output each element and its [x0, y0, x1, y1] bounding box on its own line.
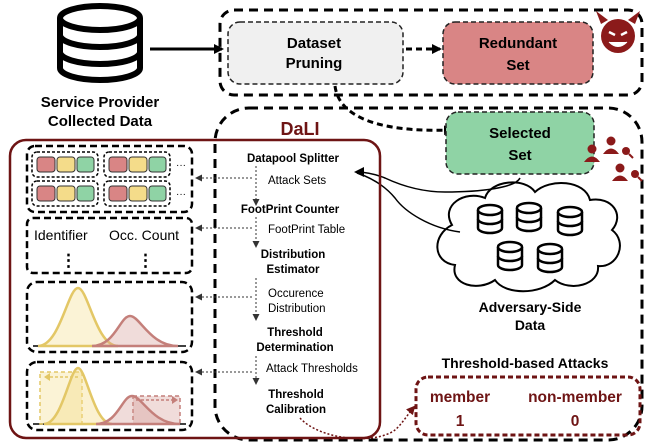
distribution-curve-yellow — [37, 286, 119, 348]
table-ellipsis-2: ⋮ — [137, 251, 154, 270]
pruning-line1: Dataset — [287, 35, 341, 52]
threshold-panel — [25, 360, 194, 432]
member-label: member — [430, 389, 490, 406]
step-output-3-line1: Occurence — [268, 288, 324, 300]
step-2-line1: FootPrint Counter — [241, 204, 340, 216]
step-output-3-line2: Distribution — [268, 303, 326, 315]
arrow-cloud-to-splitter — [356, 172, 461, 233]
source-title-line1: Service Provider — [41, 94, 160, 111]
source-title-line2: Collected Data — [48, 113, 153, 130]
adversary-database-icons — [476, 201, 584, 274]
selected-set-box — [445, 111, 595, 175]
redundant-line1: Redundant — [479, 35, 557, 52]
member-value: 1 — [456, 413, 465, 430]
adversary-cloud — [436, 181, 621, 293]
step-4-line2: Determination — [256, 342, 333, 354]
adversary-line1: Adversary-Side — [479, 299, 582, 315]
attacks-title: Threshold-based Attacks — [442, 355, 609, 371]
step-4-line1: Threshold — [267, 327, 323, 339]
panel-1-dots-b: ··· — [176, 189, 186, 200]
devil-icon — [596, 11, 640, 53]
redundant-set-box — [442, 21, 594, 85]
distribution-panel — [25, 280, 194, 354]
arrow-calibration-to-attacks — [299, 405, 416, 440]
attack-set-blocks — [31, 151, 171, 207]
dataset-pruning-box — [227, 21, 404, 85]
database-icon — [57, 3, 143, 83]
nonmember-label: non-member — [528, 389, 622, 406]
step-output-4: Attack Thresholds — [266, 363, 358, 375]
step-5-line1: Threshold — [268, 389, 324, 401]
redundant-line2: Set — [506, 57, 529, 74]
attacks-box — [414, 375, 642, 437]
table-col-count: Occ. Count — [109, 227, 179, 243]
step-output-1: Attack Sets — [268, 175, 326, 187]
nonmember-value: 0 — [571, 413, 580, 430]
threshold-curve-pink — [95, 394, 181, 426]
distribution-curve-pink — [91, 314, 179, 348]
arrow-selected-to-splitter — [354, 167, 521, 193]
user-search-icon — [584, 136, 643, 182]
attack-sets-panel — [25, 144, 194, 214]
adversary-line2: Data — [515, 317, 546, 333]
step-1-line1: Datapool Splitter — [247, 153, 340, 165]
table-col-identifier: Identifier — [34, 227, 88, 243]
step-3-line2: Estimator — [266, 264, 320, 276]
pruning-line2: Pruning — [286, 55, 343, 72]
threshold-curve-yellow — [43, 366, 113, 426]
selected-line2: Set — [508, 147, 531, 164]
dali-box — [8, 138, 382, 440]
step-output-2: FootPrint Table — [268, 224, 345, 236]
arrow-to-selected — [333, 85, 454, 136]
threshold-arrowhead-pink — [172, 396, 178, 404]
step-3-line1: Distribution — [261, 249, 326, 261]
threshold-arrowhead-yellow — [44, 373, 50, 381]
step-5-line2: Calibration — [266, 404, 326, 416]
table-ellipsis-1: ⋮ — [60, 251, 77, 270]
dali-container — [213, 106, 644, 442]
dali-title: DaLI — [280, 119, 319, 139]
pruning-container — [218, 8, 644, 97]
footprint-table-panel — [25, 216, 194, 275]
selected-line1: Selected — [489, 125, 551, 142]
panel-1-dots-a: ··· — [176, 160, 186, 171]
